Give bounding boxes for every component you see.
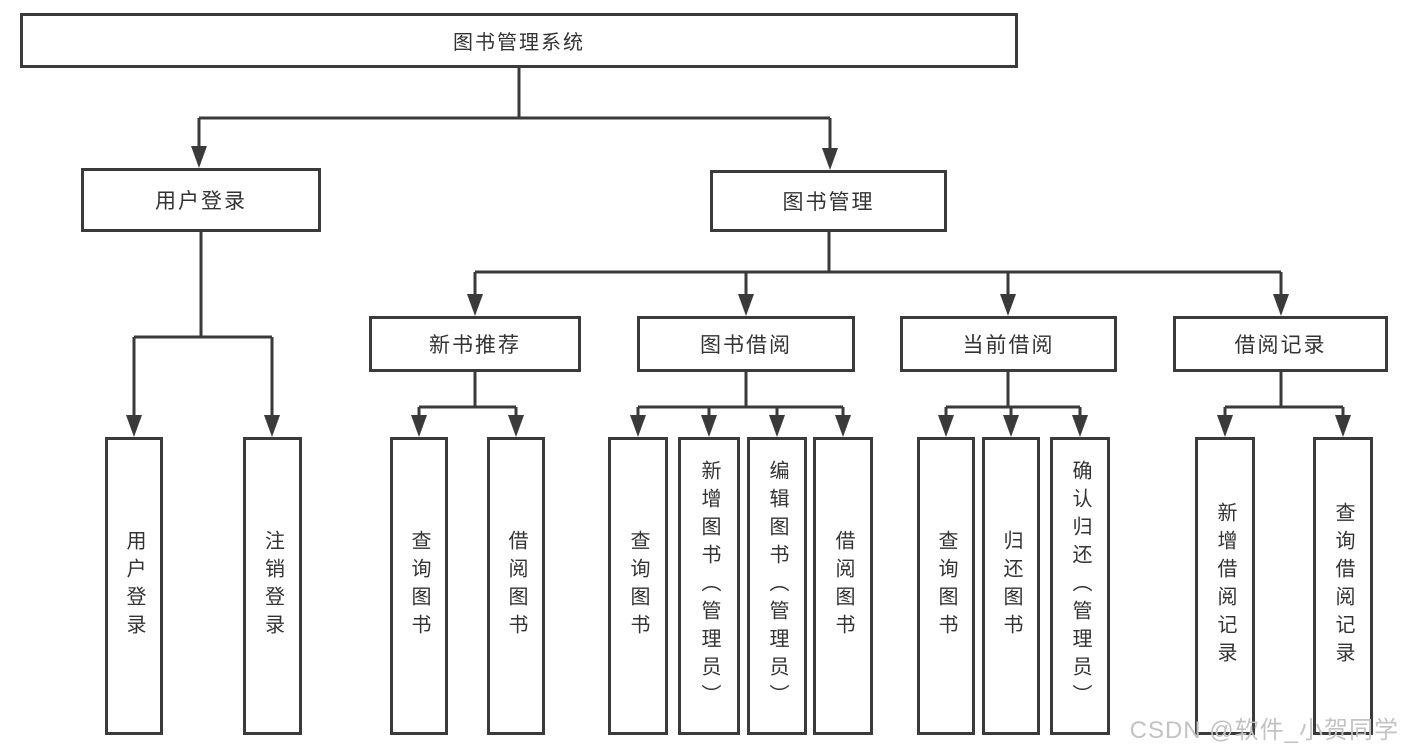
leaf-logout: 注销登录 xyxy=(243,437,302,735)
leaf-query-books: 查询图书 xyxy=(390,437,448,735)
node-label: 借阅图书 xyxy=(505,530,527,642)
node-label: 用户登录 xyxy=(123,530,145,642)
node-user-login: 用户登录 xyxy=(81,168,321,232)
node-label: 借阅图书 xyxy=(832,530,854,642)
node-label: 查询图书 xyxy=(408,530,430,642)
leaf-borrow-books: 借阅图书 xyxy=(813,437,873,735)
leaf-return-books: 归还图书 xyxy=(982,437,1040,735)
node-label: 新书推荐 xyxy=(429,334,521,357)
leaf-query-books: 查询图书 xyxy=(917,437,975,735)
node-label: 新增图书（管理员） xyxy=(698,460,720,712)
node-label: 查询借阅记录 xyxy=(1332,502,1354,670)
leaf-add-books-admin: 新增图书（管理员） xyxy=(678,437,740,735)
node-book-borrowing: 图书借阅 xyxy=(637,316,855,372)
leaf-edit-books-admin: 编辑图书（管理员） xyxy=(747,437,807,735)
node-label: 归还图书 xyxy=(1000,530,1022,642)
leaf-add-borrow-record: 新增借阅记录 xyxy=(1195,437,1255,735)
node-borrowing-records: 借阅记录 xyxy=(1173,316,1388,372)
leaf-user-login: 用户登录 xyxy=(105,437,163,735)
node-label: 查询图书 xyxy=(627,530,649,642)
node-current-borrowing: 当前借阅 xyxy=(900,316,1117,372)
node-book-management-system: 图书管理系统 xyxy=(20,13,1018,68)
node-label: 查询图书 xyxy=(935,530,957,642)
node-label: 图书管理系统 xyxy=(453,32,585,54)
leaf-query-books: 查询图书 xyxy=(608,437,668,735)
node-label: 注销登录 xyxy=(261,530,284,642)
node-label: 确认归还（管理员） xyxy=(1069,460,1091,712)
node-label: 新增借阅记录 xyxy=(1214,502,1236,670)
node-label: 用户登录 xyxy=(155,190,247,213)
leaf-query-borrow-record: 查询借阅记录 xyxy=(1313,437,1373,735)
node-label: 当前借阅 xyxy=(962,334,1055,357)
leaf-borrow-books: 借阅图书 xyxy=(487,437,545,735)
leaf-confirm-return-admin: 确认归还（管理员） xyxy=(1050,437,1110,735)
node-new-book-recommendation: 新书推荐 xyxy=(369,316,581,372)
node-label: 借阅记录 xyxy=(1234,334,1327,357)
node-label: 图书借阅 xyxy=(700,334,792,357)
node-label: 图书管理 xyxy=(782,191,875,214)
node-book-management: 图书管理 xyxy=(710,170,947,232)
node-label: 编辑图书（管理员） xyxy=(766,460,788,712)
